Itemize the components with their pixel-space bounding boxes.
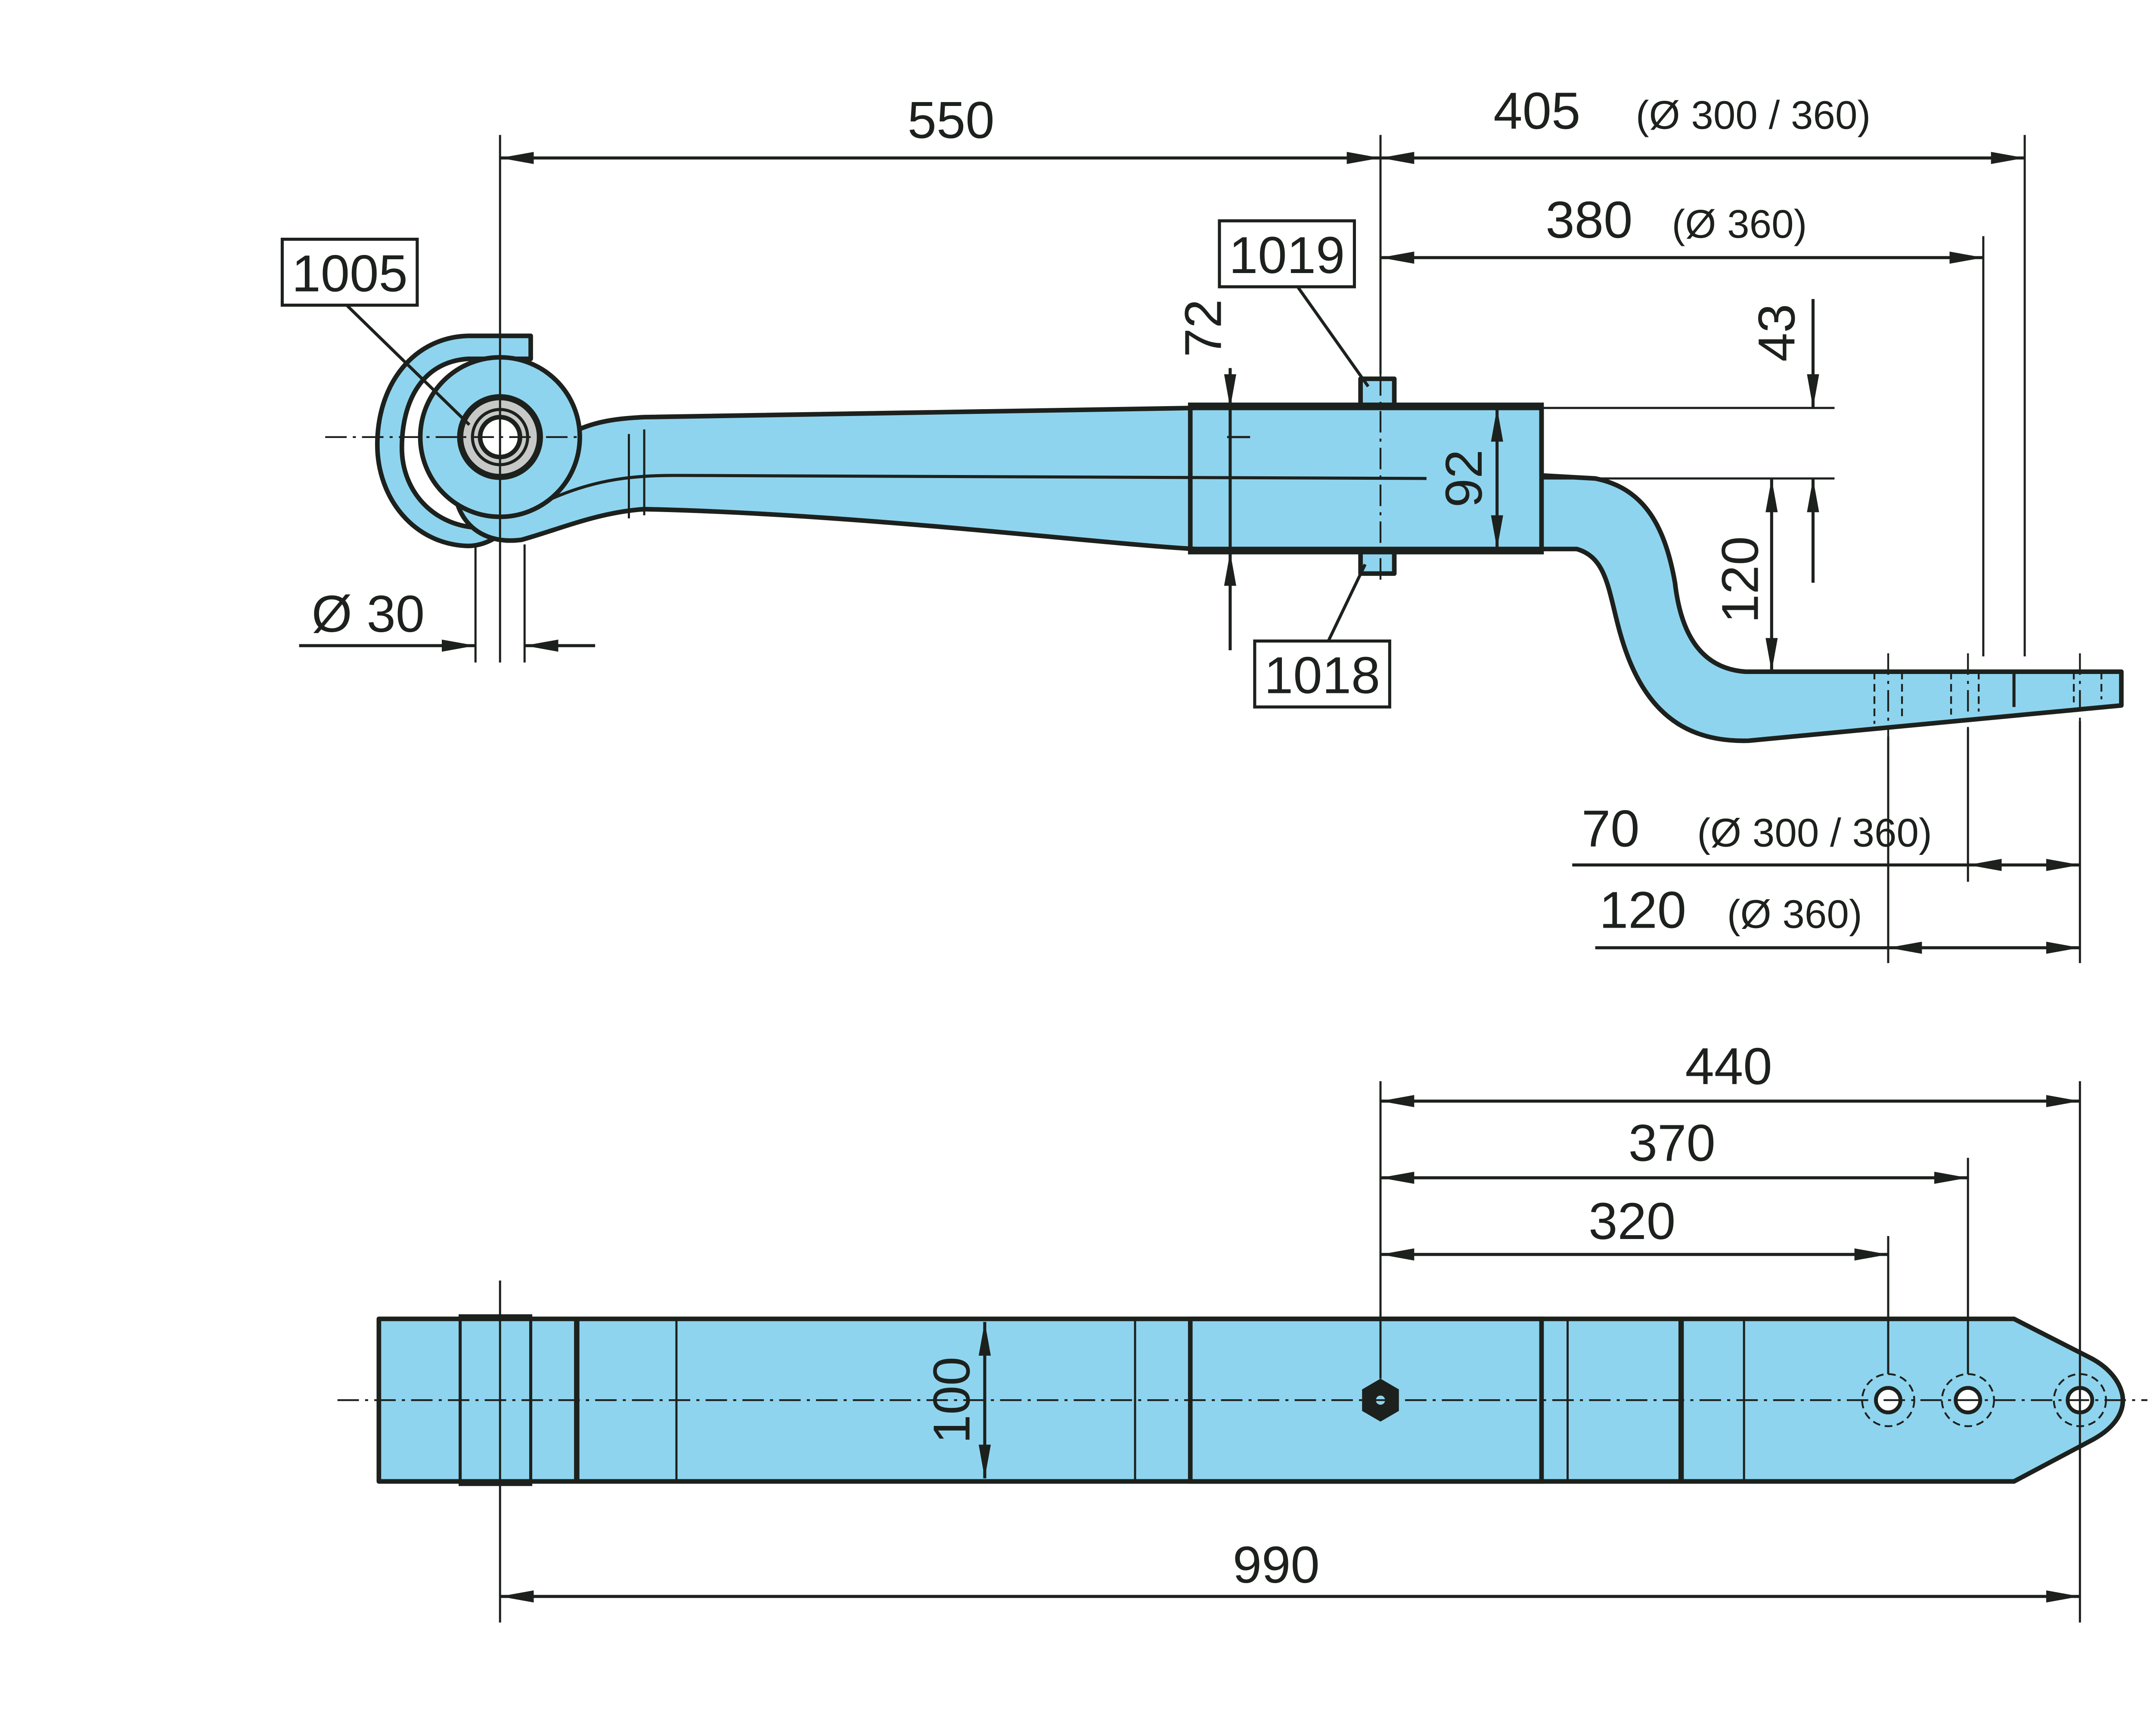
svg-text:1018: 1018 bbox=[1264, 646, 1380, 705]
part-label-1018: 1018 bbox=[1253, 563, 1391, 709]
center-bolt-bottom bbox=[1358, 550, 1397, 576]
dim-70-note: (Ø 300 / 360) bbox=[1697, 811, 1932, 855]
dim-43: 43 bbox=[1747, 304, 1806, 362]
dim-120-length: 120 bbox=[1599, 880, 1686, 939]
dim-eye-diameter: Ø 30 bbox=[312, 584, 425, 643]
part-label-1005: 1005 bbox=[280, 237, 471, 426]
dim-320: 320 bbox=[1588, 1192, 1675, 1250]
svg-text:1005: 1005 bbox=[292, 244, 407, 303]
dim-550: 550 bbox=[908, 91, 995, 149]
dim-100: 100 bbox=[922, 1357, 980, 1444]
dim-380: 380 bbox=[1545, 190, 1632, 249]
part-label-1019: 1019 bbox=[1218, 219, 1370, 388]
top-view: 440 370 320 100 990 bbox=[337, 1037, 2148, 1623]
svg-text:1019: 1019 bbox=[1229, 226, 1345, 284]
dim-405-note: (Ø 300 / 360) bbox=[1636, 93, 1871, 137]
side-view: 550 405 (Ø 300 / 360) 380 (Ø 360) 72 43 … bbox=[280, 81, 2124, 963]
spring-eye-wrap bbox=[375, 333, 533, 549]
dim-370: 370 bbox=[1629, 1114, 1716, 1172]
dim-120-length-note: (Ø 360) bbox=[1727, 891, 1862, 936]
dim-120-height: 120 bbox=[1710, 536, 1769, 623]
dim-440: 440 bbox=[1685, 1037, 1772, 1096]
dim-72: 72 bbox=[1173, 299, 1232, 357]
dim-405: 405 bbox=[1493, 81, 1580, 140]
dim-380-note: (Ø 360) bbox=[1672, 202, 1807, 246]
dim-990: 990 bbox=[1233, 1535, 1320, 1594]
dim-92: 92 bbox=[1434, 450, 1493, 508]
leaf-separator bbox=[551, 474, 1427, 500]
dim-70: 70 bbox=[1582, 799, 1640, 858]
main-leaf bbox=[452, 405, 2124, 743]
center-bolt-top bbox=[1358, 376, 1397, 407]
